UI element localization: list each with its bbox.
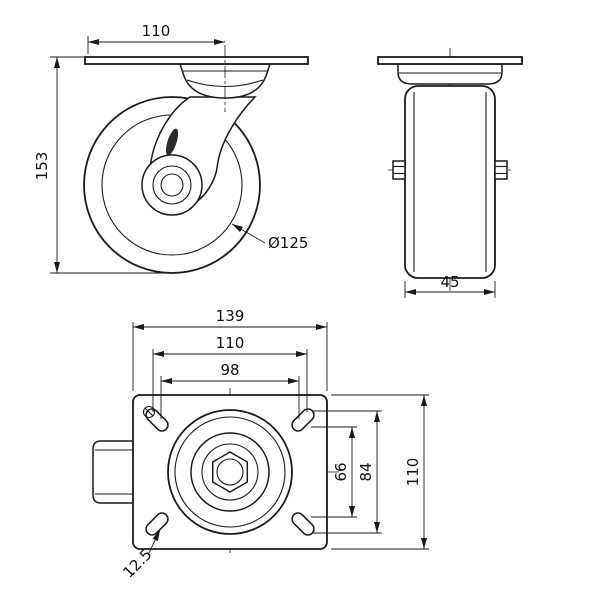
kingpin-bore — [216, 458, 244, 486]
hub-ring — [152, 165, 192, 205]
mounting-plate — [84, 56, 309, 65]
brand-mark — [165, 128, 179, 156]
kingpin-washer-circle — [201, 443, 259, 501]
dim-bolt-spacing-min-label: 98 — [220, 361, 239, 379]
wheel-front-outline — [404, 85, 496, 279]
mounting-plate-front — [377, 56, 523, 65]
bolt-slot-bottom-left — [145, 512, 169, 536]
dim-bolt-spacing-max-label: 110 — [216, 334, 245, 352]
axle-bolt — [160, 173, 184, 197]
swivel-head-race-arc — [186, 79, 264, 87]
axle-bolt-left — [392, 160, 406, 180]
axle-bolt-right — [494, 160, 508, 180]
bolt-slot-bottom-right — [291, 512, 315, 536]
leader-slot-width — [147, 529, 161, 556]
slot-screw-detail — [142, 405, 156, 419]
slot-screw-slot-line — [144, 407, 154, 417]
dim-wheel-width-label: 45 — [440, 273, 459, 291]
dim-wheel-diameter-label: Ø125 — [268, 234, 308, 252]
dim-plate-width-label: 110 — [404, 458, 422, 487]
dim-bolt-spacing-short-max-label: 84 — [357, 462, 375, 481]
hub-outline — [141, 154, 203, 216]
dim-plate-length-label: 139 — [216, 307, 245, 325]
dim-top-width-label: 110 — [142, 22, 171, 40]
dim-bolt-spacing-short-min-label: 66 — [332, 462, 350, 481]
plan-view: 139 110 98 66 84 110 12.5 — [92, 307, 429, 582]
swivel-raceway — [397, 63, 503, 85]
front-view: 45 — [377, 48, 523, 298]
side-view: 110 153 Ø125 — [33, 22, 309, 274]
leader-wheel-diameter — [231, 223, 266, 244]
raceway-inner-circle — [174, 416, 286, 528]
wheel-plan-outline — [92, 440, 133, 504]
dim-overall-height-label: 153 — [33, 152, 51, 181]
